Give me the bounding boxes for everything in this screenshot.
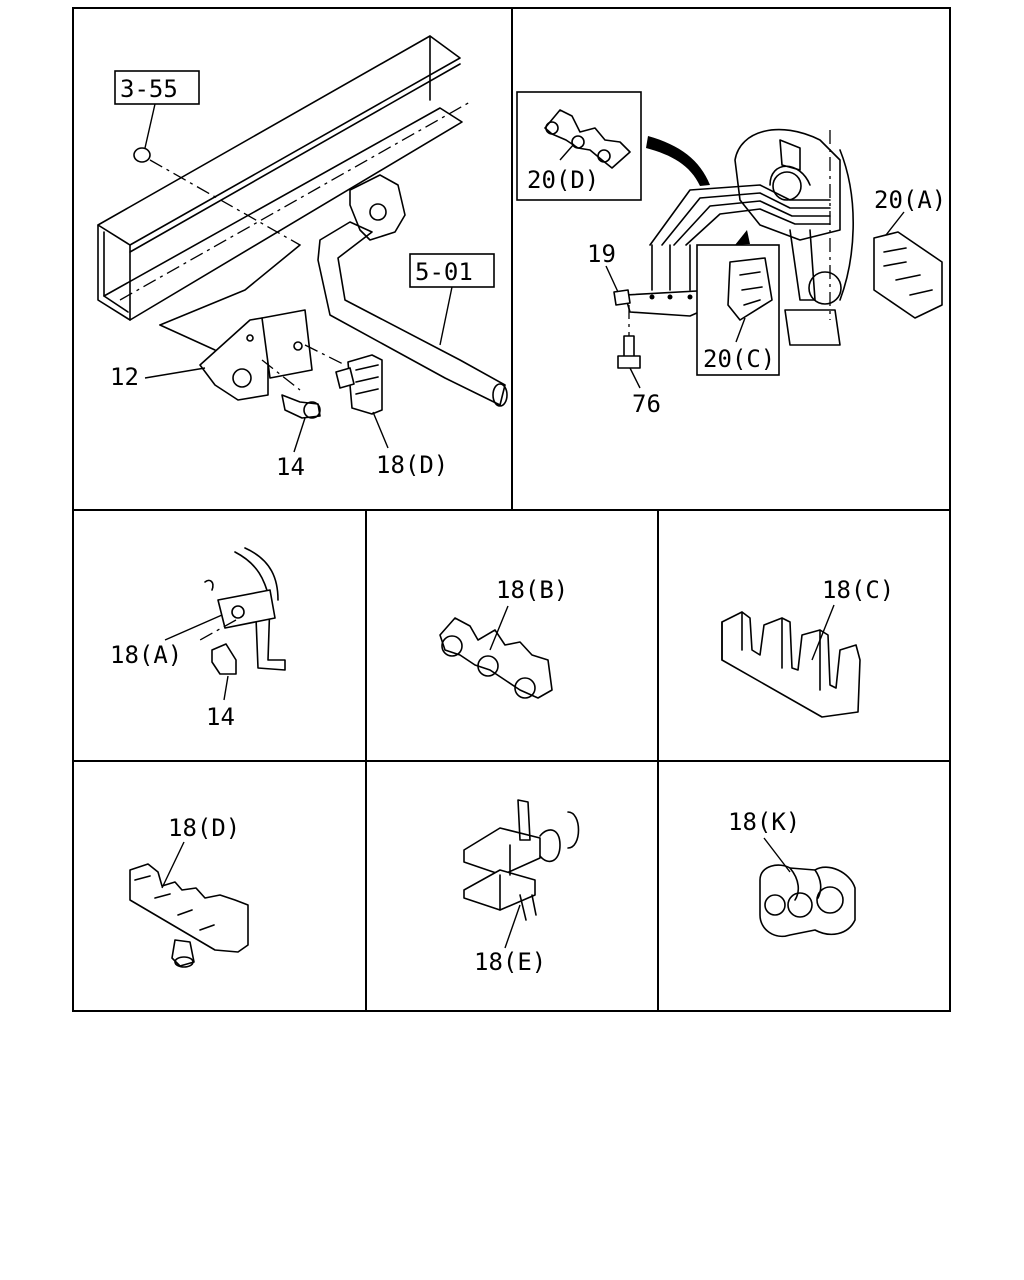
callout-18d-top: 18(D) <box>376 451 448 479</box>
callout-18a: 18(A) <box>110 641 182 669</box>
callout-5-01: 5-01 <box>415 258 473 286</box>
callout-14-top: 14 <box>276 453 305 481</box>
panel-18e <box>463 799 580 921</box>
callout-20a: 20(A) <box>874 186 946 214</box>
callout-19: 19 <box>587 240 616 268</box>
panel-18a <box>199 547 286 675</box>
panel-18c <box>721 611 861 718</box>
callout-3-55: 3-55 <box>120 75 178 103</box>
callout-20c: 20(C) <box>703 345 775 373</box>
callout-18k: 18(K) <box>728 808 800 836</box>
ref-box-3-55 <box>114 70 200 105</box>
panel-18b <box>439 617 553 699</box>
panel-frame-rail <box>97 35 508 419</box>
panel-master-cylinder <box>516 91 943 376</box>
callout-18c: 18(C) <box>822 576 894 604</box>
panel-18k <box>759 864 856 937</box>
callout-18b: 18(B) <box>496 576 568 604</box>
panel-18d <box>129 863 249 968</box>
callout-12: 12 <box>110 363 139 391</box>
ref-box-5-01 <box>409 253 495 288</box>
callout-76: 76 <box>632 390 661 418</box>
diagram-frame <box>72 7 951 1012</box>
callout-14-mid: 14 <box>206 703 235 731</box>
callout-18e: 18(E) <box>474 948 546 976</box>
callout-20d: 20(D) <box>527 166 599 194</box>
callout-18d-bottom: 18(D) <box>168 814 240 842</box>
